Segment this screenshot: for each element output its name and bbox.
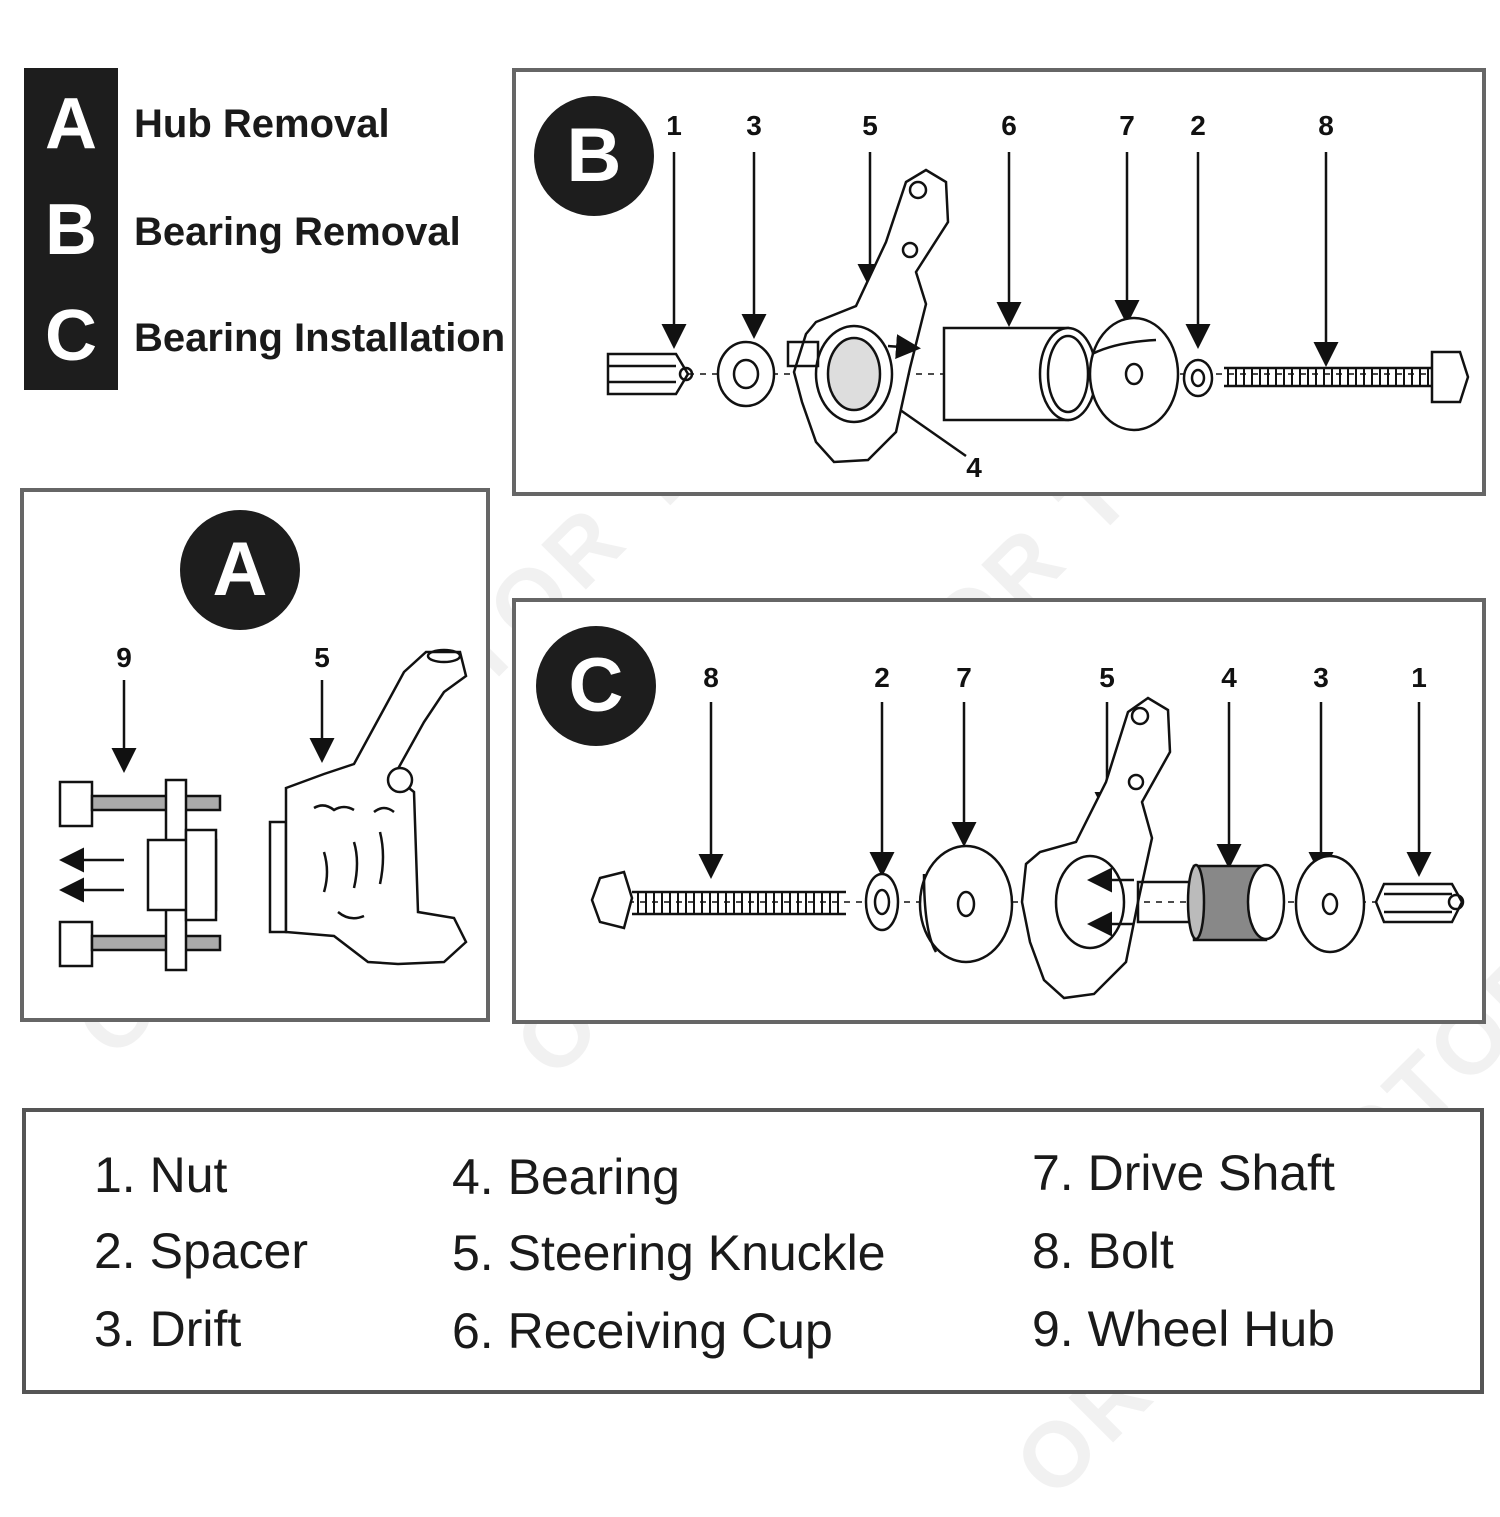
legend-letter-c: C bbox=[45, 296, 97, 376]
callout-drive-shaft: 7 bbox=[1119, 110, 1135, 141]
part-spacer: 2. Spacer bbox=[94, 1223, 309, 1279]
part-receiving-cup: 6. Receiving Cup bbox=[452, 1303, 833, 1359]
legend-label-bearing-installation: Bearing Installation bbox=[134, 316, 506, 360]
legend-label-hub-removal: Hub Removal bbox=[134, 102, 390, 146]
part-bearing: 4. Bearing bbox=[452, 1149, 680, 1205]
callout-steering-knuckle: 5 bbox=[314, 642, 330, 673]
panel-bearing-removal: B 1 3 5 6 7 2 8 4 bbox=[512, 68, 1486, 496]
part-wheel-hub: 9. Wheel Hub bbox=[1032, 1301, 1335, 1357]
legend-letter-b: B bbox=[45, 190, 97, 270]
callout-drift: 3 bbox=[746, 110, 762, 141]
legend-label-bearing-removal: Bearing Removal bbox=[134, 210, 461, 254]
callout-spacer: 2 bbox=[874, 662, 890, 693]
panel-a-badge: A bbox=[180, 510, 300, 630]
part-drift: 3. Drift bbox=[94, 1301, 242, 1357]
callout-receiving-cup: 6 bbox=[1001, 110, 1017, 141]
callout-steering-knuckle: 5 bbox=[1099, 662, 1115, 693]
panel-c-drawing bbox=[590, 696, 1466, 1000]
legend-strip: A B C bbox=[24, 68, 118, 390]
callout-bearing: 4 bbox=[966, 452, 982, 483]
callout-bolt: 8 bbox=[703, 662, 719, 693]
panel-bearing-installation: C 8 2 7 5 4 3 1 bbox=[512, 598, 1486, 1024]
panel-b-drawing bbox=[606, 152, 1470, 464]
legend-letter-a: A bbox=[45, 84, 97, 164]
panel-c-badge: C bbox=[536, 626, 656, 746]
part-drive-shaft: 7. Drive Shaft bbox=[1032, 1145, 1335, 1201]
part-steering-knuckle: 5. Steering Knuckle bbox=[452, 1225, 886, 1281]
panel-b-badge: B bbox=[534, 96, 654, 216]
callout-bearing: 4 bbox=[1221, 662, 1237, 693]
callout-wheel-hub: 9 bbox=[116, 642, 132, 673]
parts-list: 1. Nut 2. Spacer 3. Drift 4. Bearing 5. … bbox=[22, 1108, 1484, 1394]
part-bolt: 8. Bolt bbox=[1032, 1223, 1174, 1279]
callout-steering-knuckle: 5 bbox=[862, 110, 878, 141]
panel-hub-removal: A 9 5 bbox=[20, 488, 490, 1022]
callout-drive-shaft: 7 bbox=[956, 662, 972, 693]
callout-nut: 1 bbox=[1411, 662, 1427, 693]
callout-bolt: 8 bbox=[1318, 110, 1334, 141]
callout-nut: 1 bbox=[666, 110, 682, 141]
panel-a-drawing bbox=[58, 648, 468, 972]
callout-spacer: 2 bbox=[1190, 110, 1206, 141]
part-nut: 1. Nut bbox=[94, 1147, 228, 1203]
callout-drift: 3 bbox=[1313, 662, 1329, 693]
